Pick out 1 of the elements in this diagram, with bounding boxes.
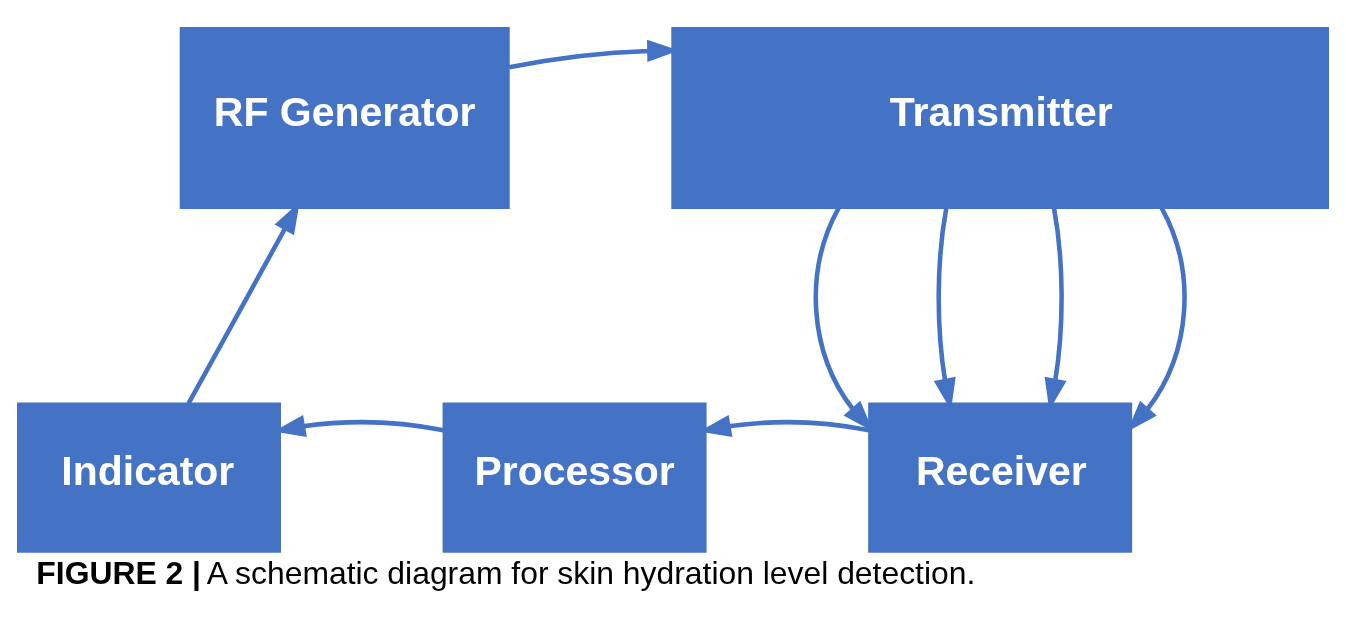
caption: FIGURE 2 | A schematic diagram for skin hydration level detection. — [36, 554, 976, 591]
